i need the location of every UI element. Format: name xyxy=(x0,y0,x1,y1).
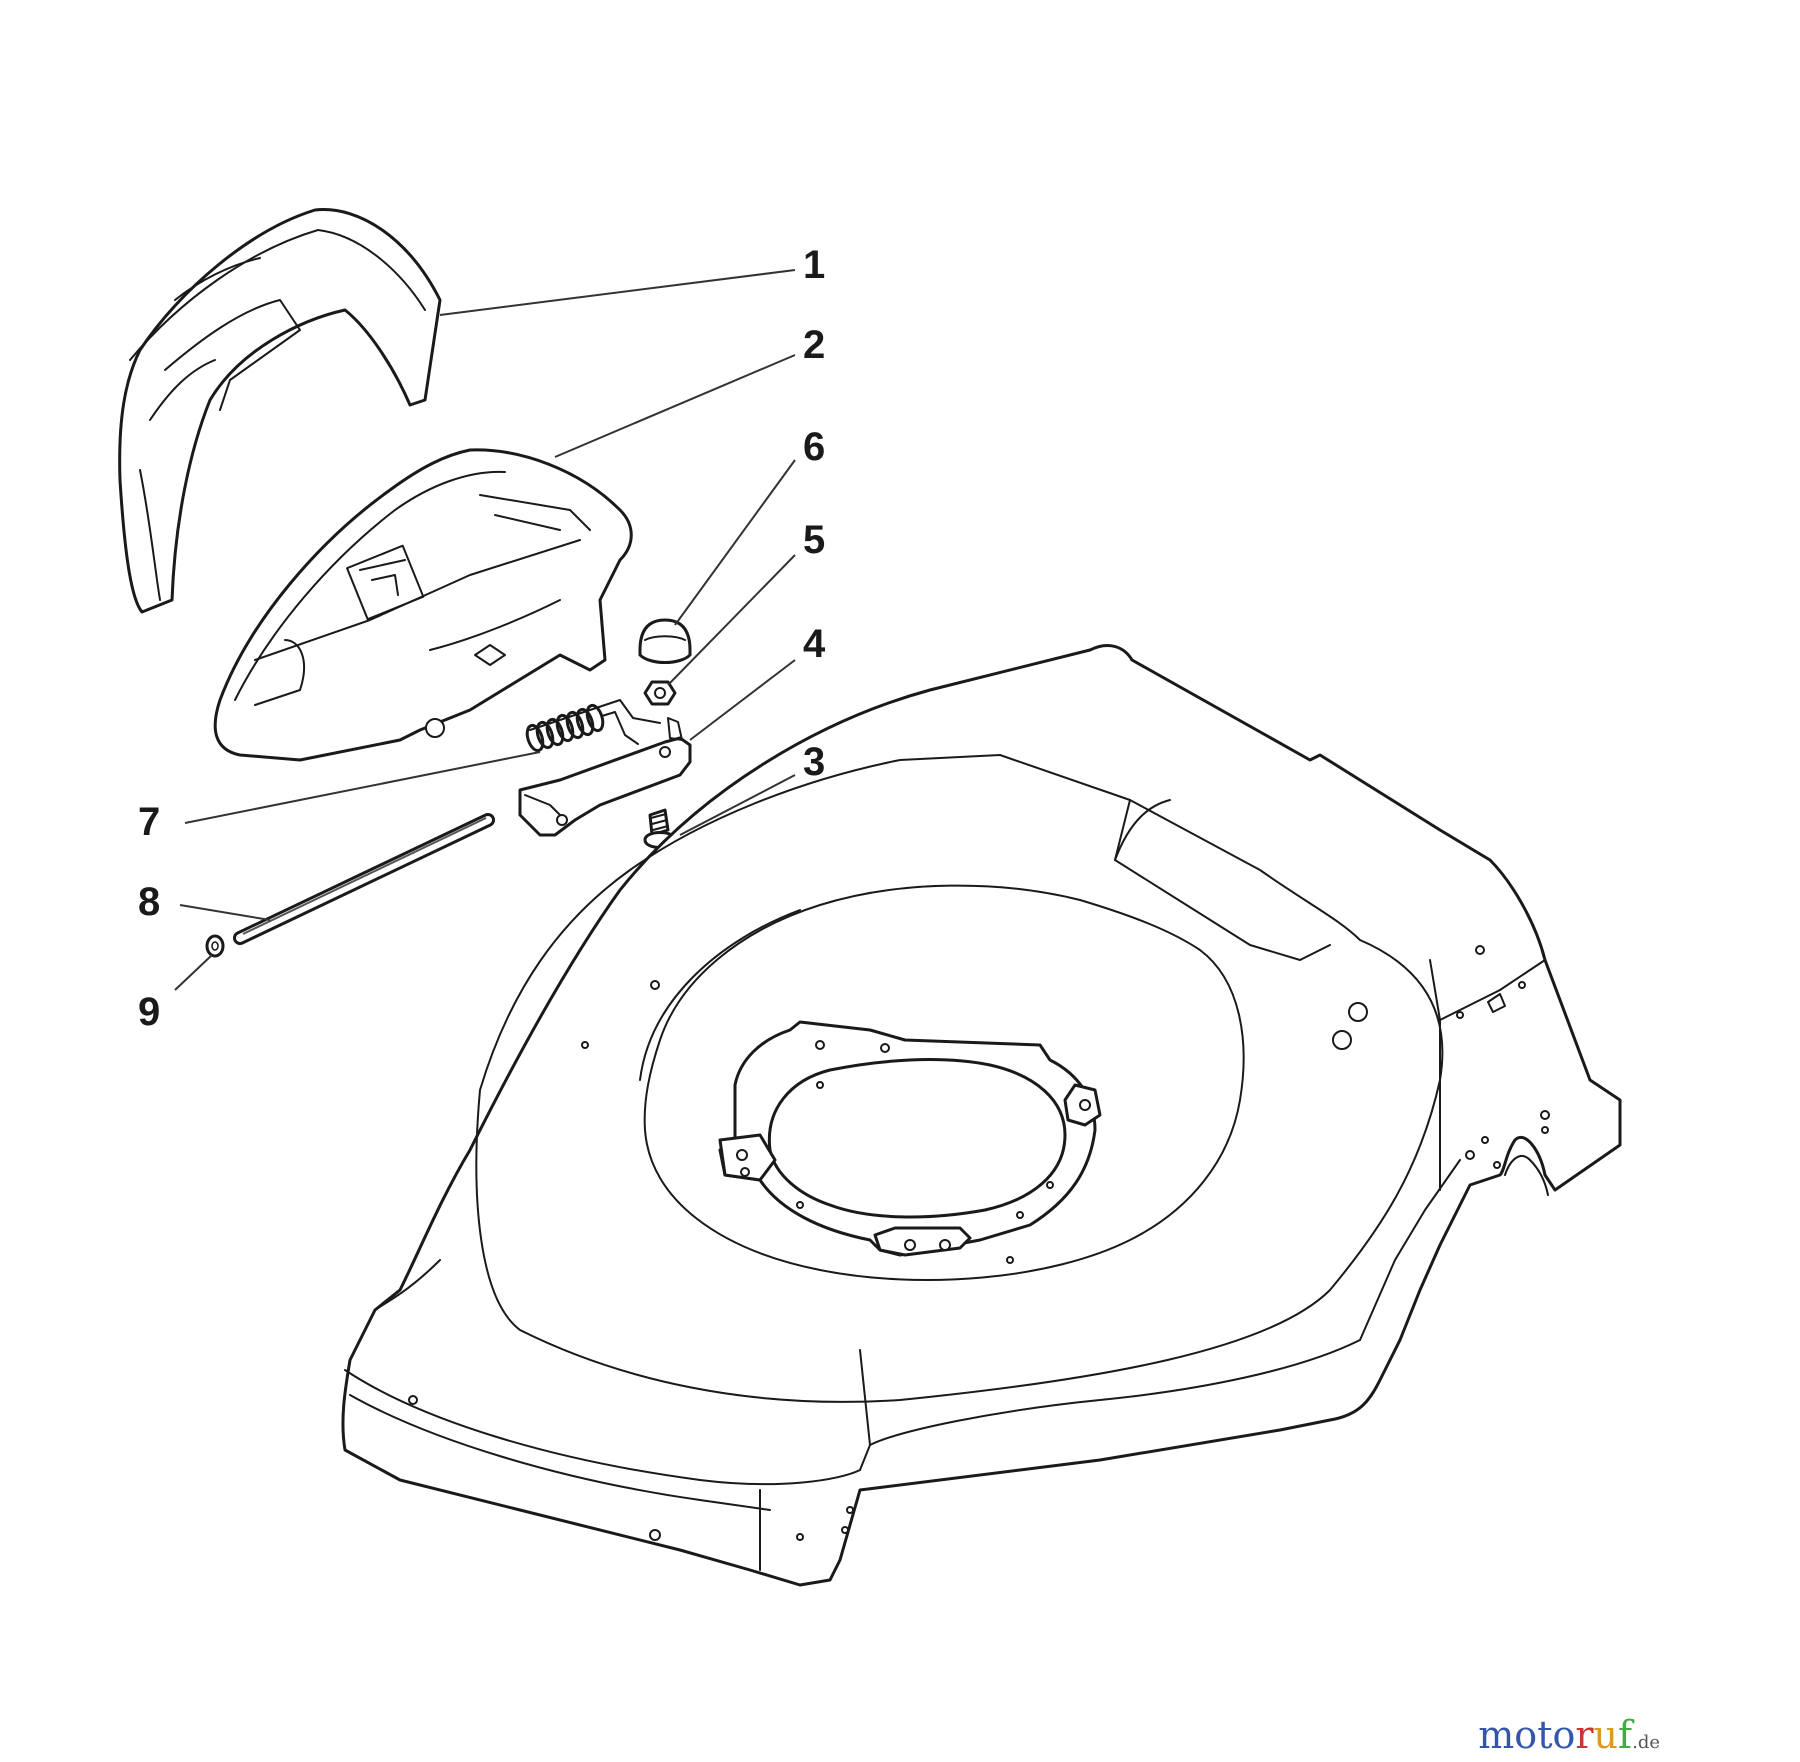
leader-2 xyxy=(554,354,796,458)
leader-lines xyxy=(174,269,796,991)
callout-3: 3 xyxy=(803,740,825,784)
callout-7: 7 xyxy=(138,800,160,844)
leader-5 xyxy=(667,554,796,686)
watermark-letter: m xyxy=(1478,1713,1514,1757)
leader-7 xyxy=(184,751,541,824)
leader-1 xyxy=(439,269,796,316)
callout-1: 1 xyxy=(803,243,825,287)
callout-2: 2 xyxy=(803,323,825,367)
watermark-letter: u xyxy=(1594,1713,1618,1757)
part-1-upper-cover xyxy=(118,208,442,614)
part-8-rod xyxy=(233,813,495,945)
part-9-washer xyxy=(205,934,225,958)
part-4-bracket xyxy=(518,717,692,837)
leader-4 xyxy=(689,659,796,741)
watermark-letter: f xyxy=(1618,1713,1635,1757)
leader-6 xyxy=(674,459,796,626)
part-7-spring xyxy=(525,699,661,753)
part-5-nut xyxy=(643,680,677,706)
leader-3 xyxy=(679,774,796,836)
watermark-letter: o xyxy=(1552,1713,1575,1757)
watermark-letter: t xyxy=(1537,1713,1552,1757)
watermark-logo: motoruf.de xyxy=(1478,1713,1660,1757)
leader-8 xyxy=(179,904,271,921)
watermark-suffix: .de xyxy=(1632,1732,1660,1753)
callout-8: 8 xyxy=(138,880,160,924)
part-2-flap-housing xyxy=(213,448,633,762)
callout-labels: 1 2 3 4 5 6 7 8 9 xyxy=(138,243,826,1034)
callout-6: 6 xyxy=(803,425,825,469)
watermark-text: motoruf.de xyxy=(1478,1713,1660,1757)
part-6-cap-nut xyxy=(638,618,692,664)
callout-4: 4 xyxy=(803,622,826,666)
watermark-main: motoruf xyxy=(1478,1713,1635,1757)
watermark-letter: o xyxy=(1514,1713,1537,1757)
watermark-letter: r xyxy=(1575,1713,1594,1757)
mower-deck xyxy=(341,644,1622,1587)
callout-9: 9 xyxy=(138,990,160,1034)
callout-5: 5 xyxy=(803,518,825,562)
leader-9 xyxy=(174,954,213,991)
